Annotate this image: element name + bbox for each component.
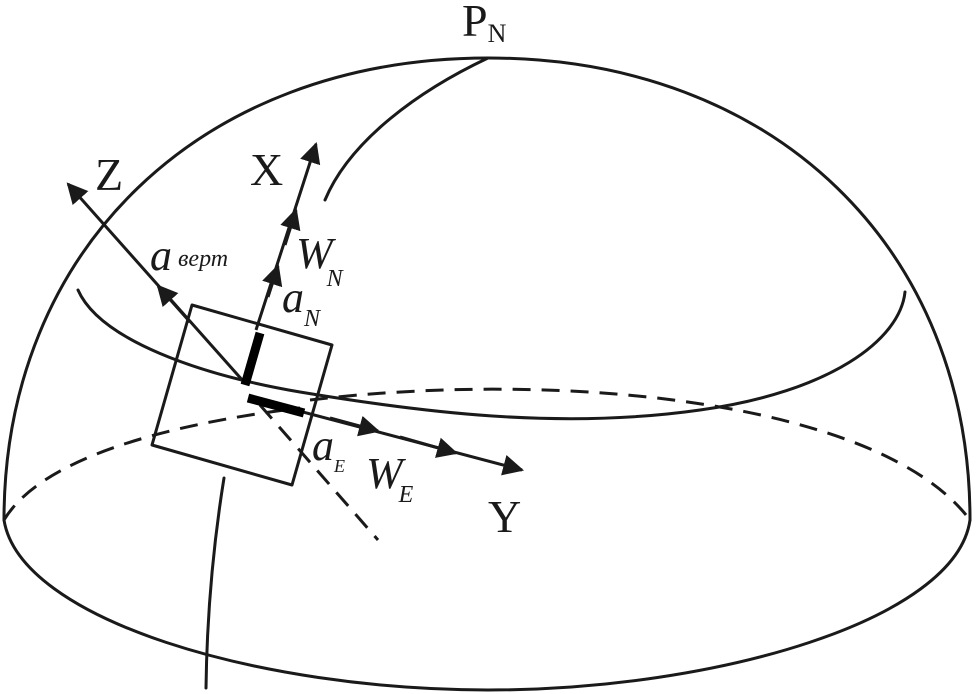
north-sensor-bar xyxy=(240,331,265,387)
a-east-arrow xyxy=(329,415,381,437)
x-axis-label: X xyxy=(250,144,283,195)
tangent-plate xyxy=(150,303,334,487)
a-vert-arrow xyxy=(156,284,192,323)
latitude-circle-front xyxy=(76,288,907,421)
w-north-arrow xyxy=(280,207,301,246)
radius-extension xyxy=(258,404,380,541)
y-axis-label: Y xyxy=(488,491,521,542)
a-north-arrow xyxy=(262,264,283,298)
a-north-label: aN xyxy=(282,273,322,332)
a-east-label: aE xyxy=(312,421,345,476)
z-axis-label: Z xyxy=(95,149,123,200)
equator-back-arc xyxy=(2,406,301,521)
east-sensor-bar xyxy=(246,393,306,418)
equator-front-arc xyxy=(2,518,972,692)
pole-label: PN xyxy=(462,0,507,48)
meridian-lower xyxy=(204,476,226,690)
z-axis xyxy=(66,182,246,383)
hemisphere-dome-outline xyxy=(2,56,972,522)
equator-back-arc-right xyxy=(309,387,972,521)
w-east-label: WE xyxy=(366,449,414,508)
meridian-upper xyxy=(323,56,490,202)
w-east-arrow xyxy=(399,435,459,458)
